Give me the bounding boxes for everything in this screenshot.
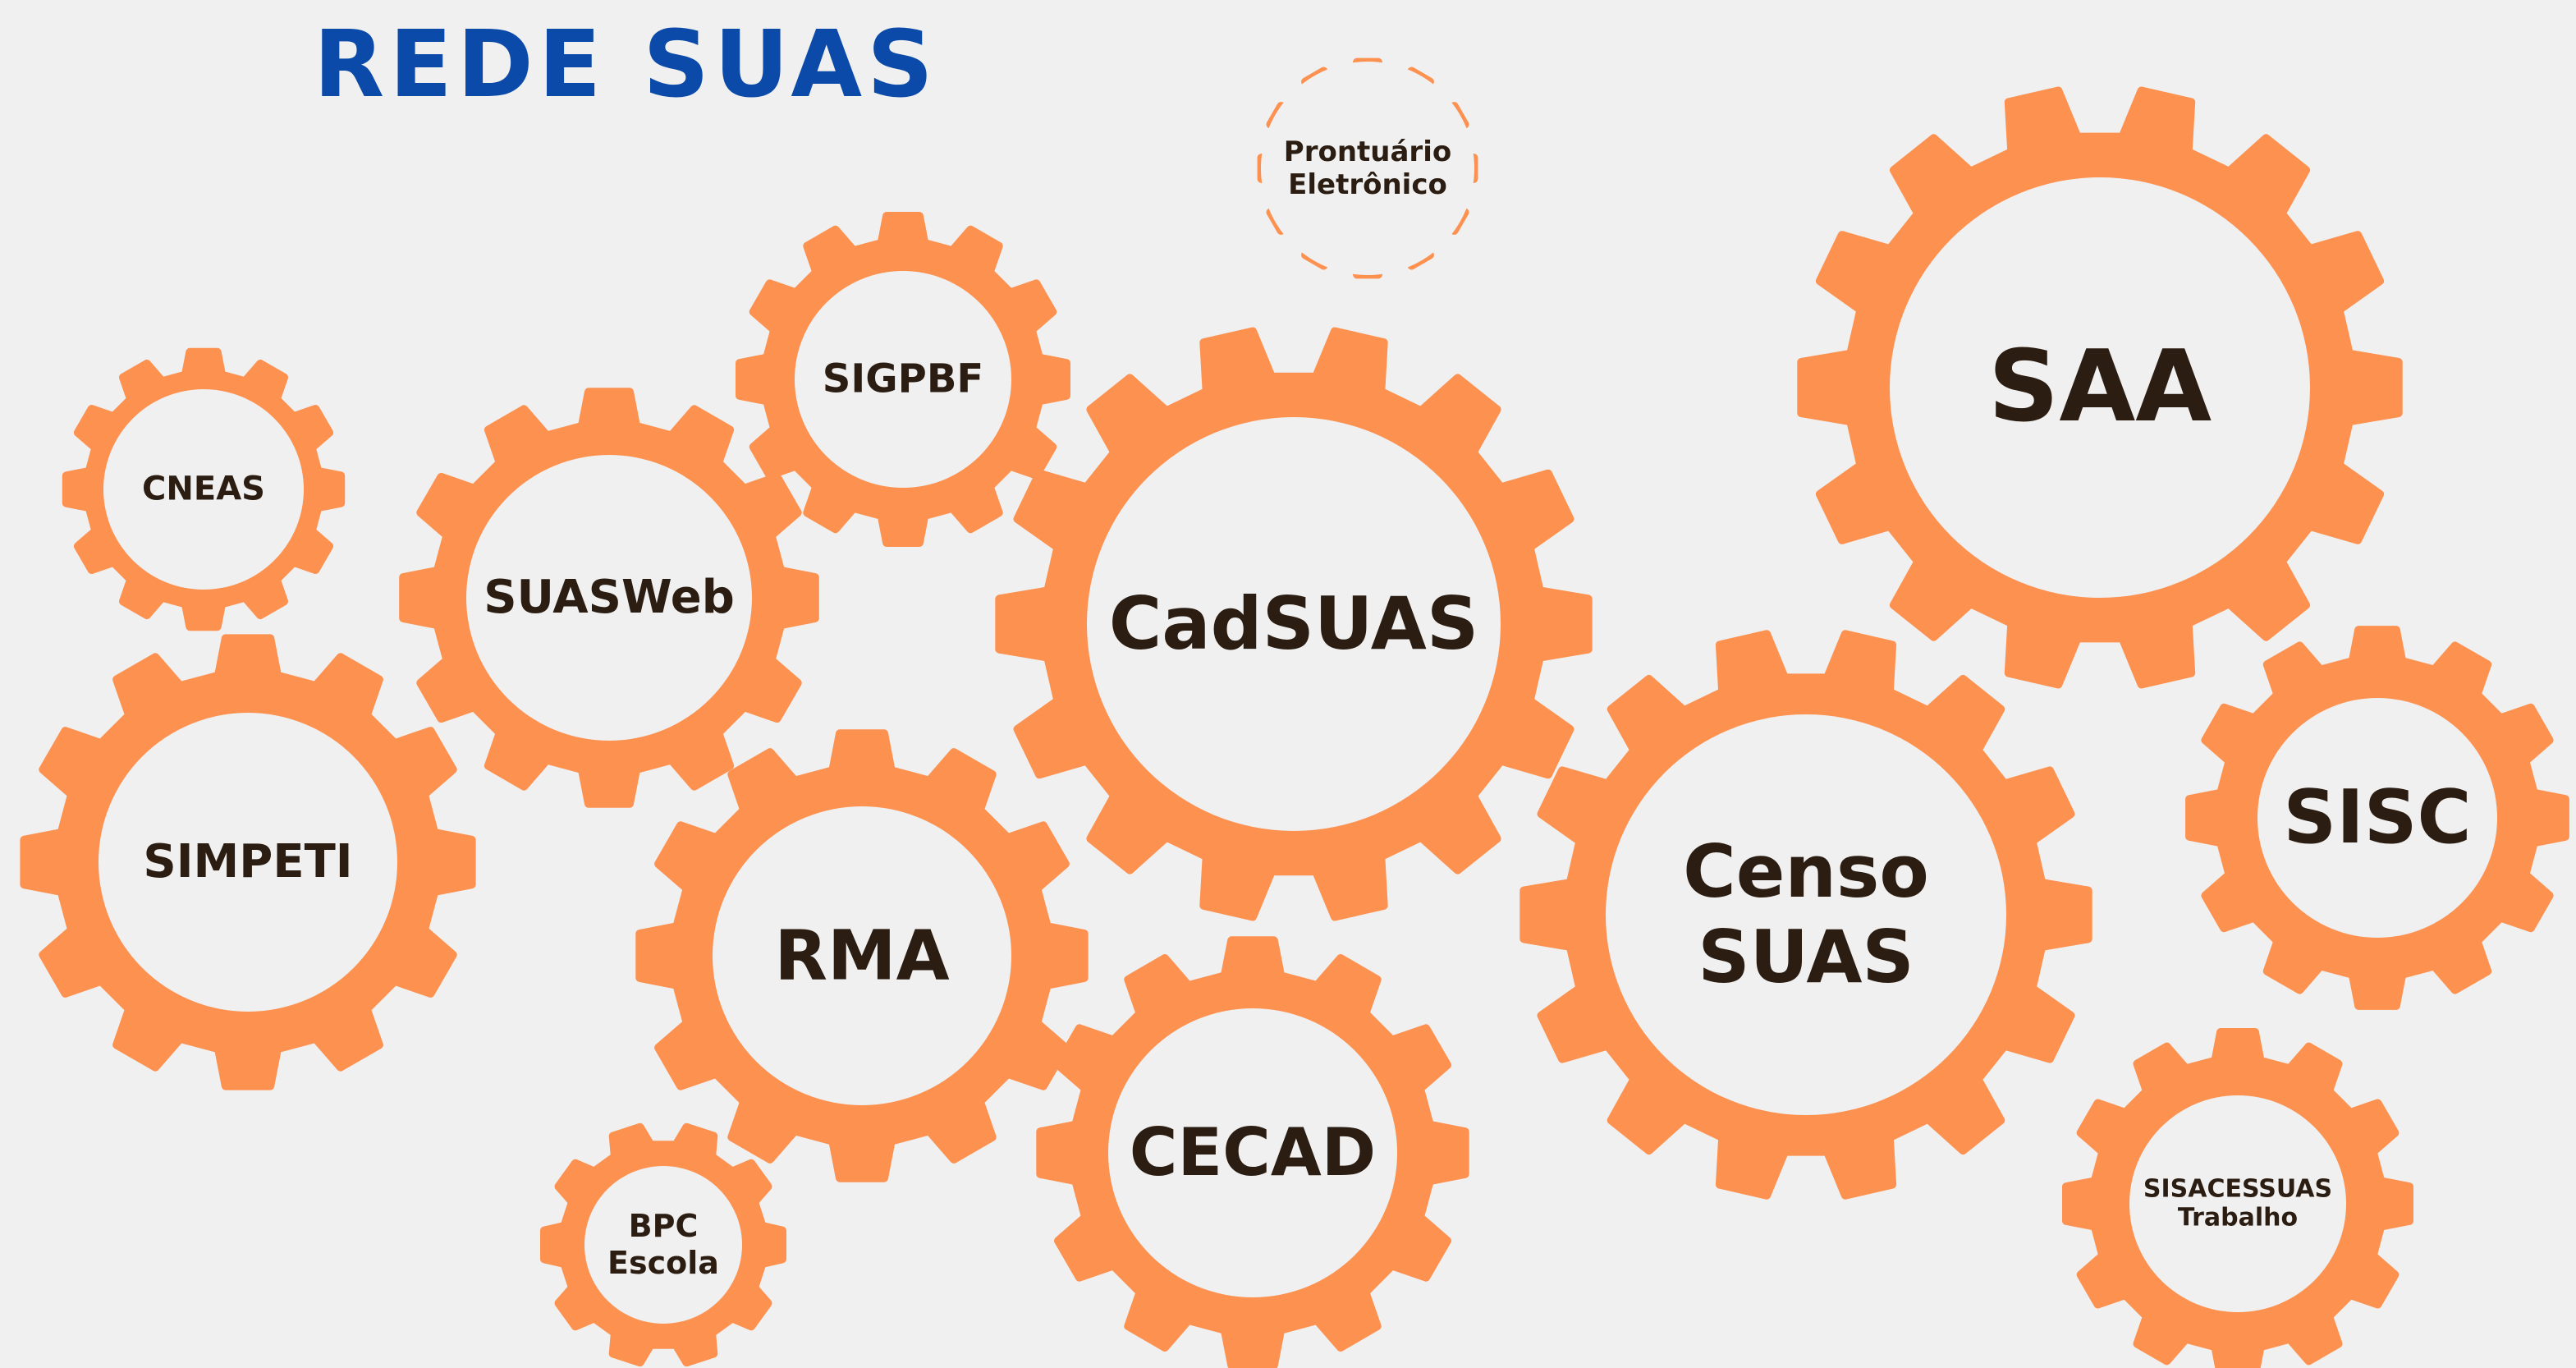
gear-hub-cneas xyxy=(103,389,304,590)
gear-label-line: SISC xyxy=(2283,774,2472,861)
gear-label-line: CadSUAS xyxy=(1108,581,1479,667)
gear-label-line: Eletrônico xyxy=(1288,168,1447,201)
gear-label-rma: RMA xyxy=(774,915,949,996)
page-title: REDE SUAS xyxy=(314,11,938,118)
gear-label-line: SISACESSUAS xyxy=(2143,1174,2333,1204)
gear-label-line: CECAD xyxy=(1129,1113,1377,1191)
gear-label-line: SUAS xyxy=(1698,915,1914,999)
gear-simpeti xyxy=(20,634,476,1090)
gear-hub-sigpbf xyxy=(795,271,1011,488)
gear-hub-sisacessuas xyxy=(2129,1095,2346,1312)
gear-hub-cecad xyxy=(1108,1008,1397,1297)
gear-label-line: SIGPBF xyxy=(822,356,984,402)
gear-cecad xyxy=(1036,936,1469,1368)
gear-hub-suasweb xyxy=(466,455,752,741)
gear-label-cneas: CNEAS xyxy=(142,470,265,508)
gear-hub-simpeti xyxy=(99,713,397,1012)
gear-hub-censo-suas xyxy=(1606,714,2006,1115)
gear-label-line: Censo xyxy=(1683,829,1929,915)
gear-rma xyxy=(635,729,1089,1182)
gear-label-saa: SAA xyxy=(1988,329,2212,446)
gear-sisc xyxy=(2185,626,2569,1010)
gear-suasweb xyxy=(399,388,819,808)
gear-sisacessuas xyxy=(2062,1028,2413,1368)
gear-label-line: SIMPETI xyxy=(143,834,353,888)
gear-label-sisc: SISC xyxy=(2283,774,2471,861)
gear-label-cecad: CECAD xyxy=(1130,1114,1376,1191)
gear-sigpbf xyxy=(736,212,1070,547)
gear-hub-rma xyxy=(713,806,1011,1105)
gear-label-line: SAA xyxy=(1987,330,2212,445)
gear-label-line: CNEAS xyxy=(142,470,265,508)
gear-label-sigpbf: SIGPBF xyxy=(823,356,983,403)
gear-label-suasweb: SUASWeb xyxy=(484,571,735,625)
gear-cneas xyxy=(62,347,346,631)
gear-label-line: Escola xyxy=(607,1245,719,1281)
gear-hub-bpc-escola xyxy=(584,1166,742,1324)
gear-label-line: RMA xyxy=(774,915,950,996)
gear-cadsuas xyxy=(995,327,1593,921)
gear-label-line: SUASWeb xyxy=(484,570,735,624)
gear-prontuario xyxy=(1257,57,1478,279)
gear-label-line: BPC xyxy=(628,1208,699,1245)
gear-hub-saa xyxy=(1890,177,2310,598)
gear-label-line: Trabalho xyxy=(2177,1204,2299,1233)
gear-hub-cadsuas xyxy=(1087,417,1501,831)
gear-hub-sisc xyxy=(2257,698,2497,938)
gear-label-cadsuas: CadSUAS xyxy=(1109,581,1479,667)
gear-censo-suas xyxy=(1519,630,2092,1200)
gear-label-simpeti: SIMPETI xyxy=(143,835,352,889)
gear-label-line: Prontuário xyxy=(1283,135,1452,168)
gear-bpc-escola xyxy=(540,1122,786,1367)
gear-saa xyxy=(1797,86,2403,689)
gear-hub-prontuario xyxy=(1261,62,1474,275)
